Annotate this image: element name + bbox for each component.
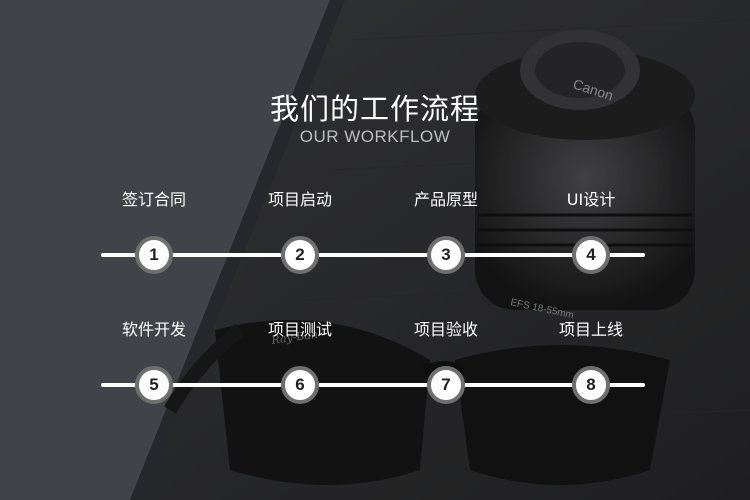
- step-number-4: 4: [572, 236, 610, 274]
- step-number-5: 5: [135, 366, 173, 404]
- timeline-line: [101, 383, 645, 387]
- step-label-6: 项目测试: [267, 320, 332, 339]
- sunglasses-image: Ray-Ban: [163, 320, 670, 485]
- workflow-row-2: 软件开发 5 项目测试 6 项目验收 7 项目上线 8: [0, 310, 750, 430]
- step-label-5: 软件开发: [121, 320, 186, 339]
- page-title: 我们的工作流程: [269, 92, 480, 126]
- step-label-4: UI设计: [566, 190, 616, 209]
- step-number-8: 8: [572, 366, 610, 404]
- step-label-2: 项目启动: [267, 190, 332, 209]
- step-number-6: 6: [281, 366, 319, 404]
- timeline-line: [101, 253, 645, 257]
- workflow-row-1: 签订合同 1 项目启动 2 产品原型 3 UI设计 4: [0, 180, 750, 300]
- step-label-3: 产品原型: [413, 190, 478, 209]
- step-label-7: 项目验收: [413, 320, 478, 339]
- step-number-7: 7: [427, 366, 465, 404]
- page-subtitle: OUR WORKFLOW: [299, 127, 451, 146]
- step-number-3: 3: [427, 236, 465, 274]
- step-number-1: 1: [135, 236, 173, 274]
- step-number-2: 2: [281, 236, 319, 274]
- step-label-8: 项目上线: [558, 320, 623, 339]
- step-label-1: 签订合同: [121, 190, 186, 209]
